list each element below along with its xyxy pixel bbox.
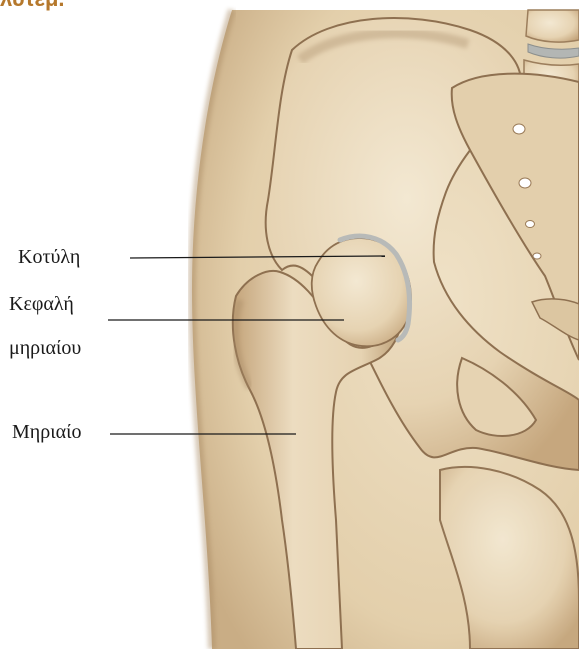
label-femoral-head-line2: μηριαίου: [9, 336, 81, 360]
label-acetabulum: Κοτύλη: [18, 245, 80, 269]
label-femur: Μηριαίο: [12, 420, 81, 444]
label-femoral-head-line1: Κεφαλή: [9, 292, 74, 316]
